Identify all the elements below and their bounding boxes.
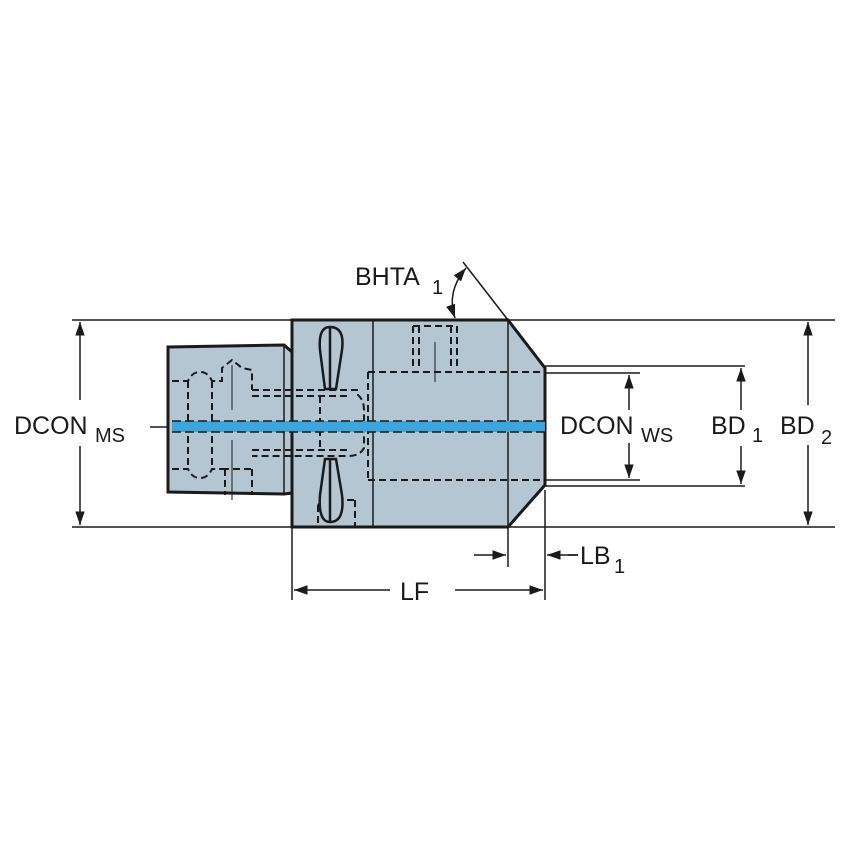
label-dcon-ws-main: DCON [560,412,634,440]
label-bd2: BD 2 [780,412,832,449]
label-bhta1: BHTA 1 [355,263,443,299]
shank [166,343,294,496]
label-lb1-sub: 1 [614,556,625,578]
label-bhta1-main: BHTA [355,263,420,291]
label-lb1-main: LB [580,542,611,570]
label-lf: LF [400,578,429,606]
label-dcon-ms: DCON MS [14,412,125,447]
label-bd1-main: BD [711,412,746,440]
label-bd1-sub: 1 [752,425,763,447]
label-bd2-main: BD [780,412,815,440]
clamp-slots [318,325,344,524]
label-bd2-sub: 2 [821,427,832,449]
coolant-channel [172,342,545,500]
label-dcon-ws-sub: WS [641,425,673,447]
label-dcon-ms-sub: MS [95,425,125,447]
extension-lines [72,261,835,600]
label-lf-main: LF [400,578,429,606]
label-bd1: BD 1 [711,412,763,447]
dimension-arrows [75,267,813,595]
label-dcon-ws: DCON WS [560,412,673,447]
label-lb1: LB 1 [568,542,625,578]
label-dcon-ms-main: DCON [14,412,88,440]
label-bhta1-sub: 1 [432,277,443,299]
